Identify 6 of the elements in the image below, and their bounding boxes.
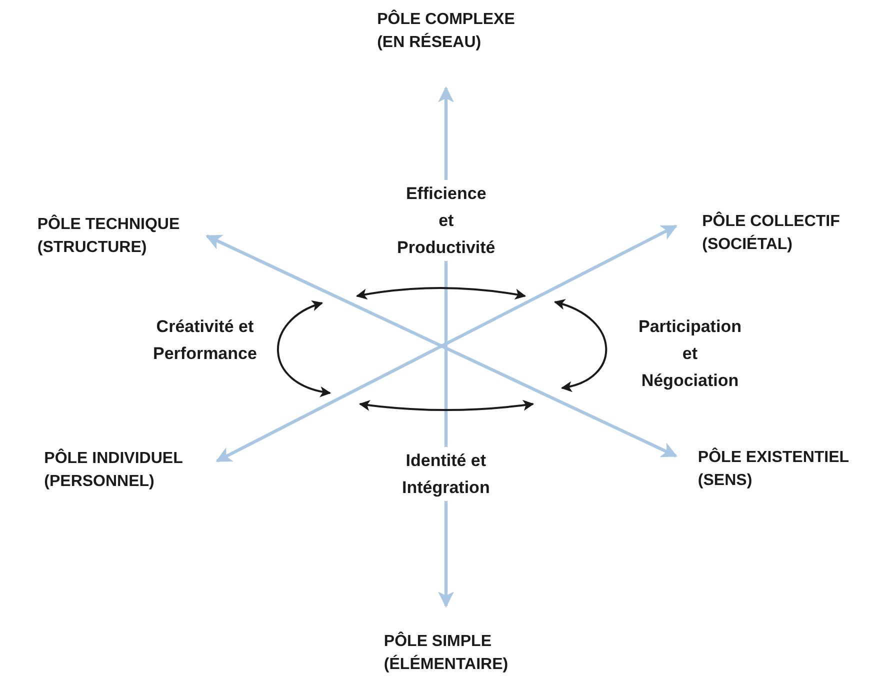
- pole-label: PÔLE TECHNIQUE (STRUCTURE): [37, 214, 180, 258]
- pole-label: PÔLE COLLECTIF (SOCIÉTAL): [702, 210, 840, 255]
- pole-label: PÔLE COMPLEXE (EN RÉSEAU): [377, 8, 515, 53]
- pole-label: PÔLE INDIVIDUEL (PERSONNEL): [44, 448, 183, 492]
- pole-label: PÔLE EXISTENTIEL (SENS): [698, 446, 850, 491]
- pole-label: PÔLE SIMPLE (ÉLÉMENTAIRE): [384, 630, 508, 675]
